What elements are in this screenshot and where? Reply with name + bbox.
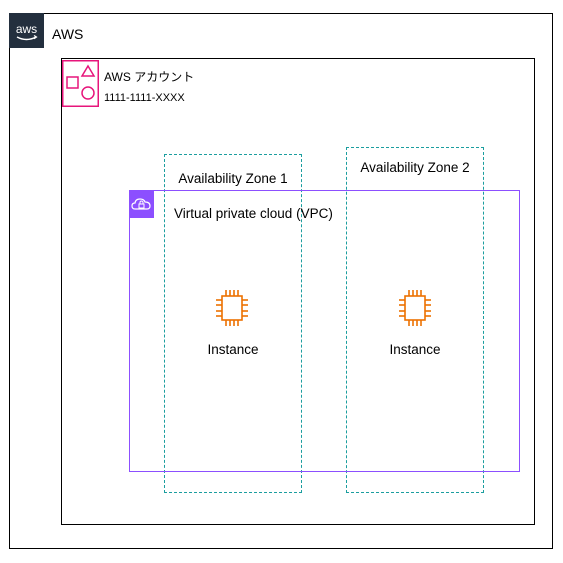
aws-account-group [61,58,535,525]
vpc-group [129,190,520,472]
svg-text:aws: aws [16,22,37,36]
aws-logo-icon: aws [9,13,44,48]
account-id: 1111-1111-XXXX [104,92,185,104]
instance-1-label: Instance [207,342,259,357]
instance-2-label: Instance [389,342,441,357]
ec2-instance-icon [397,286,433,330]
account-title: AWS アカウント [104,70,195,84]
availability-zone-2-label: Availability Zone 2 [360,160,470,175]
availability-zone-1-label: Availability Zone 1 [178,171,288,186]
aws-group-title: AWS [52,26,84,42]
availability-zone-1 [164,154,302,493]
vpc-title: Virtual private cloud (VPC) [174,206,333,221]
account-shapes-icon [62,60,99,107]
aws-cloud-group [9,13,553,549]
ec2-instance-icon [214,286,250,330]
vpc-cloud-lock-icon [129,190,154,218]
availability-zone-2 [346,147,484,493]
